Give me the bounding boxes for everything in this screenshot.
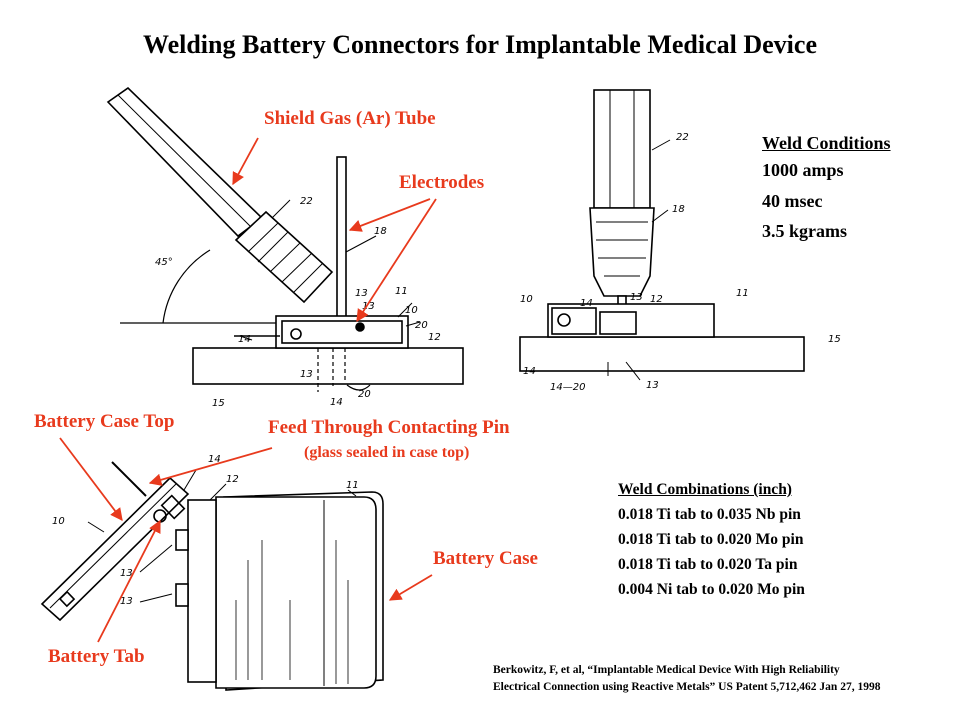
annotation-arrows [59,137,437,643]
citation-line-2: Electrical Connection using Reactive Met… [493,681,881,693]
weld-conditions-heading: Weld Conditions [762,133,891,153]
label-feed-through-sub: (glass sealed in case top) [304,444,470,461]
figure-battery-case: 14 12 11 10 13 13 [40,454,384,691]
figure-vertical-weld: 22 18 10 14 13 12 11 15 14 14—20 13 [519,89,841,393]
svg-text:12: 12 [650,294,663,305]
label-battery-case-top: Battery Case Top [34,411,175,432]
svg-text:14: 14 [208,454,221,465]
citation-line-1: Berkowitz, F, et al, “Implantable Medica… [493,664,840,676]
svg-text:22: 22 [300,196,313,207]
weld-combination-item: 0.018 Ti tab to 0.035 Nb pin [618,506,801,523]
svg-text:11: 11 [346,480,359,491]
label-battery-tab: Battery Tab [48,646,145,667]
svg-text:45°: 45° [155,257,173,268]
svg-text:20: 20 [415,320,428,331]
label-feed-through-pin: Feed Through Contacting Pin [268,417,510,438]
svg-text:13: 13 [120,568,133,579]
weld-conditions-line: 3.5 kgrams [762,221,847,241]
label-shield-gas-tube: Shield Gas (Ar) Tube [264,108,436,129]
svg-text:15: 15 [828,334,841,345]
svg-text:14: 14 [330,397,343,408]
weld-conditions-line: 40 msec [762,191,823,211]
svg-text:13: 13 [120,596,133,607]
svg-text:14: 14 [580,298,593,309]
svg-text:13: 13 [646,380,659,391]
svg-text:22: 22 [676,132,689,143]
label-battery-case: Battery Case [433,548,538,569]
weld-combinations-heading: Weld Combinations (inch) [618,481,792,498]
svg-text:18: 18 [672,204,685,215]
weld-combination-item: 0.018 Ti tab to 0.020 Ta pin [618,556,798,573]
svg-text:14—20: 14—20 [550,382,585,393]
svg-text:20: 20 [358,389,371,400]
svg-text:10: 10 [405,305,418,316]
label-electrodes: Electrodes [399,172,485,193]
svg-text:10: 10 [520,294,533,305]
svg-text:10: 10 [52,516,65,527]
weld-combination-item: 0.018 Ti tab to 0.020 Mo pin [618,531,804,548]
svg-text:12: 12 [428,332,441,343]
svg-text:13: 13 [300,369,313,380]
page-title: Welding Battery Connectors for Implantab… [143,30,817,59]
svg-text:12: 12 [226,474,239,485]
weld-conditions-line: 1000 amps [762,160,844,180]
svg-text:18: 18 [374,226,387,237]
figure-angled-weld: 18 22 13 13 11 10 20 12 14 13 14 20 15 4… [106,86,464,409]
svg-text:13: 13 [355,288,368,299]
svg-text:13: 13 [362,301,375,312]
svg-text:14: 14 [238,334,251,345]
svg-text:11: 11 [395,286,408,297]
svg-text:13: 13 [630,292,643,303]
weld-combination-item: 0.004 Ni tab to 0.020 Mo pin [618,581,805,598]
svg-text:11: 11 [736,288,749,299]
svg-text:15: 15 [212,398,225,409]
svg-text:14: 14 [523,366,536,377]
